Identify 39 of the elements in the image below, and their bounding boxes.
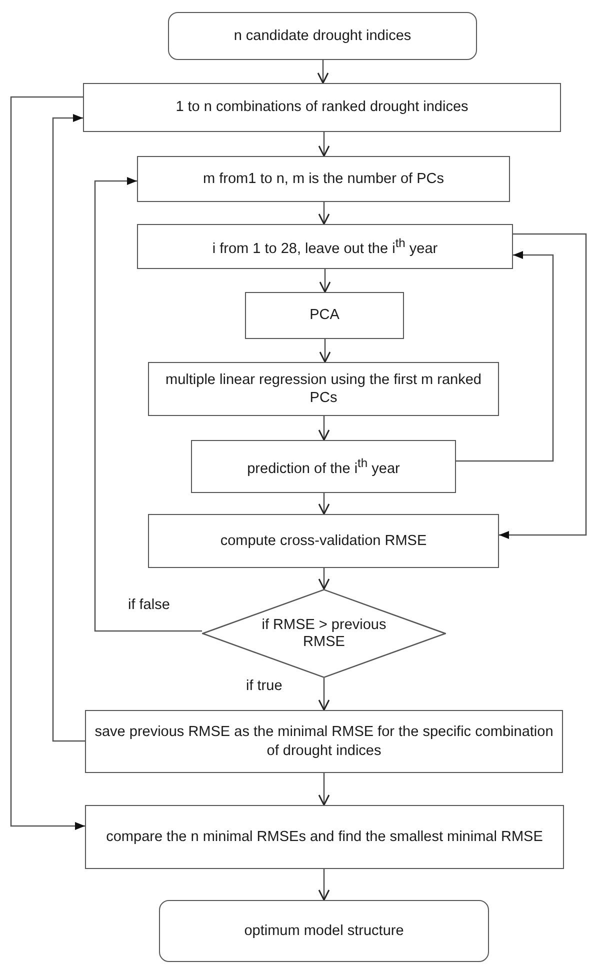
arrow xyxy=(456,251,554,462)
arrow xyxy=(318,416,330,441)
step-text: PCA xyxy=(308,306,340,325)
process-box xyxy=(83,83,561,132)
arrow xyxy=(318,493,330,515)
arrow xyxy=(318,678,330,711)
arrow xyxy=(94,177,202,632)
step-text: multiple linear regression using the first m ranked PCs xyxy=(164,370,482,408)
arrow xyxy=(318,869,330,901)
arrow xyxy=(52,114,85,742)
process-box xyxy=(148,514,499,568)
arrow xyxy=(317,60,329,84)
arrow xyxy=(319,269,331,293)
arrow xyxy=(319,339,331,363)
arrow xyxy=(318,132,330,157)
step-text: 1 to n combinations of ranked drought indices xyxy=(174,98,470,117)
arrow xyxy=(10,96,85,830)
process-box xyxy=(85,805,564,869)
process-box xyxy=(85,710,563,773)
step-text: compute cross-validation RMSE xyxy=(219,532,428,550)
process-box xyxy=(191,440,456,493)
process-box xyxy=(245,292,404,339)
step-text: save previous RMSE as the minimal RMSE for the specific combination of drought indices xyxy=(94,723,554,760)
terminal-box xyxy=(168,12,477,60)
process-box xyxy=(137,156,510,202)
process-box xyxy=(137,224,513,269)
terminal-box xyxy=(159,900,489,962)
step-text: i from 1 to 28, leave out the i$^{th}$ year xyxy=(211,236,439,258)
arrow xyxy=(318,568,330,590)
arrow xyxy=(318,773,330,806)
arrow xyxy=(499,233,587,539)
step-text: compare the n minimal RMSEs and find the smallest minimal RMSE xyxy=(105,828,544,846)
step-text: m from1 to n, m is the number of PCs xyxy=(202,170,445,188)
step-text: prediction of the i$^{th}$ year xyxy=(246,456,401,478)
decision-text: if RMSE > previous RMSE xyxy=(260,616,388,650)
step-text: optimum model structure xyxy=(243,922,405,940)
step-text: n candidate drought indices xyxy=(232,26,412,46)
process-box xyxy=(148,362,499,416)
arrow xyxy=(318,202,330,225)
